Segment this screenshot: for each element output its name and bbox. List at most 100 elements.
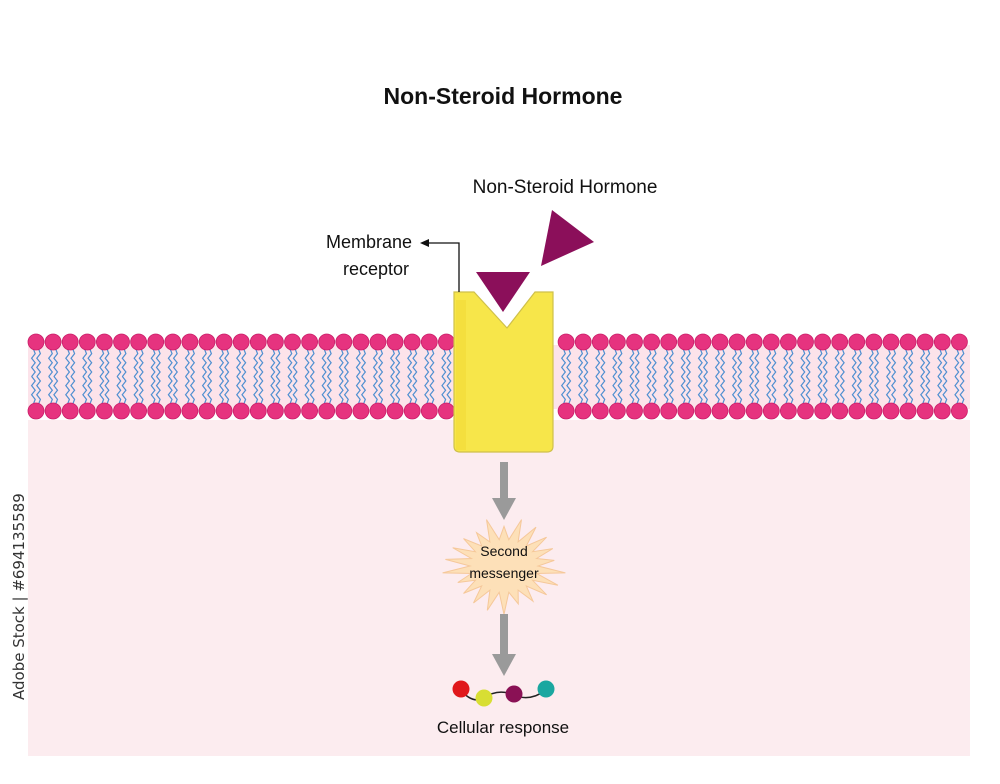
lipid-tail [304, 348, 310, 377]
phospholipid-head [711, 333, 729, 351]
lipid-tail [685, 376, 691, 405]
lipid-tail [646, 376, 652, 405]
lipid-tail [873, 376, 880, 405]
lipid-tail [155, 348, 161, 377]
phospholipid-head [780, 333, 797, 351]
phospholipid-head [745, 333, 763, 351]
lipid-tail [617, 348, 623, 377]
lipid-tail [839, 376, 845, 405]
lipid-tail [441, 376, 447, 405]
phospholipid-head [831, 402, 849, 420]
lipid-tail [685, 348, 691, 377]
lipid-tail [783, 348, 789, 377]
lipid-tail [241, 348, 247, 377]
lipid-tail [172, 376, 178, 405]
phospholipid-head [301, 333, 319, 351]
lipid-tail [868, 348, 874, 377]
lipid-tail [360, 348, 367, 377]
phospholipid-head [762, 333, 780, 351]
phospholipid-head [626, 333, 643, 351]
lipid-tail [668, 348, 674, 377]
response-bead-purple [505, 685, 523, 703]
phospholipid-head [933, 402, 951, 420]
phospholipid-head [113, 333, 130, 351]
phospholipid-head [301, 402, 319, 420]
phospholipid-head [147, 402, 165, 420]
lipid-tail [766, 348, 772, 377]
phospholipid-head [164, 402, 182, 420]
lipid-tail [70, 376, 76, 405]
phospholipid-head [352, 333, 370, 351]
lipid-tail [441, 348, 447, 377]
phospholipid-head [882, 402, 900, 420]
lipid-tail [355, 376, 361, 405]
lipid-tail [309, 348, 315, 377]
lipid-tail [87, 376, 93, 405]
lipid-tail [201, 376, 207, 405]
lipid-tail [429, 348, 435, 377]
lipid-tail [651, 376, 657, 405]
phospholipid-head [762, 402, 780, 420]
phospholipid-head [27, 402, 45, 420]
lipid-tail [30, 376, 36, 405]
lipid-tail [651, 348, 657, 377]
lipid-tail [920, 348, 926, 377]
lipid-tail [600, 348, 606, 377]
stock-id-text: Adobe Stock | #694135589 [10, 493, 28, 700]
lipid-tail [834, 376, 840, 405]
lipid-tail [121, 376, 127, 405]
phospholipid-head [215, 333, 233, 351]
lipid-tail [697, 348, 703, 377]
lipid-tail [663, 348, 669, 377]
diagram-title: Non-Steroid Hormone [384, 83, 623, 109]
lipid-tail [270, 348, 276, 377]
lipid-tail [959, 376, 965, 405]
lipid-tail [389, 376, 396, 405]
lipid-tail [788, 348, 794, 377]
lipid-tail [412, 348, 418, 377]
phospholipid-head [899, 402, 917, 420]
lipid-tail [321, 376, 327, 405]
lipid-tail [207, 348, 213, 377]
lipid-tail [617, 376, 623, 405]
lipid-tail [184, 376, 190, 405]
lipid-tail [885, 348, 891, 377]
lipid-tail [372, 376, 378, 405]
lipid-tail [891, 376, 897, 405]
lipid-tail [275, 376, 281, 405]
lipid-tail [258, 376, 264, 405]
phospholipid-head [677, 402, 695, 420]
phospholipid-head [164, 333, 182, 351]
lipid-tail [595, 348, 601, 377]
lipid-tail [749, 348, 755, 377]
lipid-tail [851, 348, 857, 377]
lipid-tail [788, 376, 794, 405]
lipid-tail [270, 376, 276, 405]
lipid-tail [805, 348, 811, 377]
receptor-pointer-arrow [420, 239, 460, 292]
phospholipid-head [318, 333, 336, 351]
lipid-tail [595, 376, 601, 405]
phospholipid-head [609, 402, 626, 420]
lipid-tail [36, 376, 42, 405]
lipid-tail [697, 376, 703, 405]
lipid-tail [116, 376, 122, 405]
phospholipid-head [78, 402, 96, 420]
phospholipid-head [814, 333, 831, 351]
phospholipid-head [215, 402, 233, 420]
lipid-tail [172, 348, 178, 377]
lipid-tail [754, 348, 760, 377]
lipid-tail [82, 348, 88, 377]
phospholipid-head [745, 402, 763, 420]
phospholipid-head [420, 402, 438, 420]
lipid-tail [800, 376, 806, 405]
lipid-tail [668, 376, 674, 405]
phospholipid-head [335, 402, 353, 420]
signal-arrow-1 [492, 462, 516, 520]
lipid-tail [412, 376, 418, 405]
phospholipid-head [181, 333, 199, 351]
phospholipid-head [643, 402, 660, 420]
lipid-tail [338, 348, 344, 377]
phospholipid-head [677, 333, 695, 351]
